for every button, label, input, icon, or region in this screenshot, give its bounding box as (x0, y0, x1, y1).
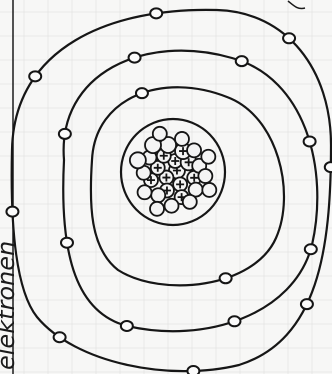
neutron (202, 183, 216, 197)
electron (187, 366, 199, 374)
electron (304, 136, 316, 146)
electron (6, 207, 18, 217)
top-scribble (288, 1, 305, 9)
electron (29, 71, 41, 81)
neutron (165, 199, 179, 213)
neutron (150, 202, 164, 216)
neutron (175, 132, 189, 146)
neutron (187, 143, 201, 157)
nucleus (121, 119, 225, 225)
neutron (138, 185, 152, 199)
electron (305, 244, 317, 254)
electron (121, 321, 133, 331)
electron-label: elektronen (0, 241, 20, 370)
neutron (183, 195, 197, 209)
electron (129, 53, 141, 63)
neutron (201, 150, 215, 164)
electron (54, 332, 66, 342)
electron (283, 33, 295, 43)
neutron (130, 152, 146, 168)
electron (236, 56, 248, 66)
neutron (151, 188, 165, 202)
neutron (153, 127, 167, 141)
electron (150, 8, 162, 18)
electron (301, 299, 313, 309)
electron (325, 162, 332, 172)
electron (61, 238, 73, 248)
electron (220, 273, 232, 283)
electron (136, 88, 148, 98)
neutron (198, 169, 212, 183)
nucleus-particles (130, 127, 216, 216)
electron (228, 316, 240, 326)
electron (59, 129, 71, 139)
